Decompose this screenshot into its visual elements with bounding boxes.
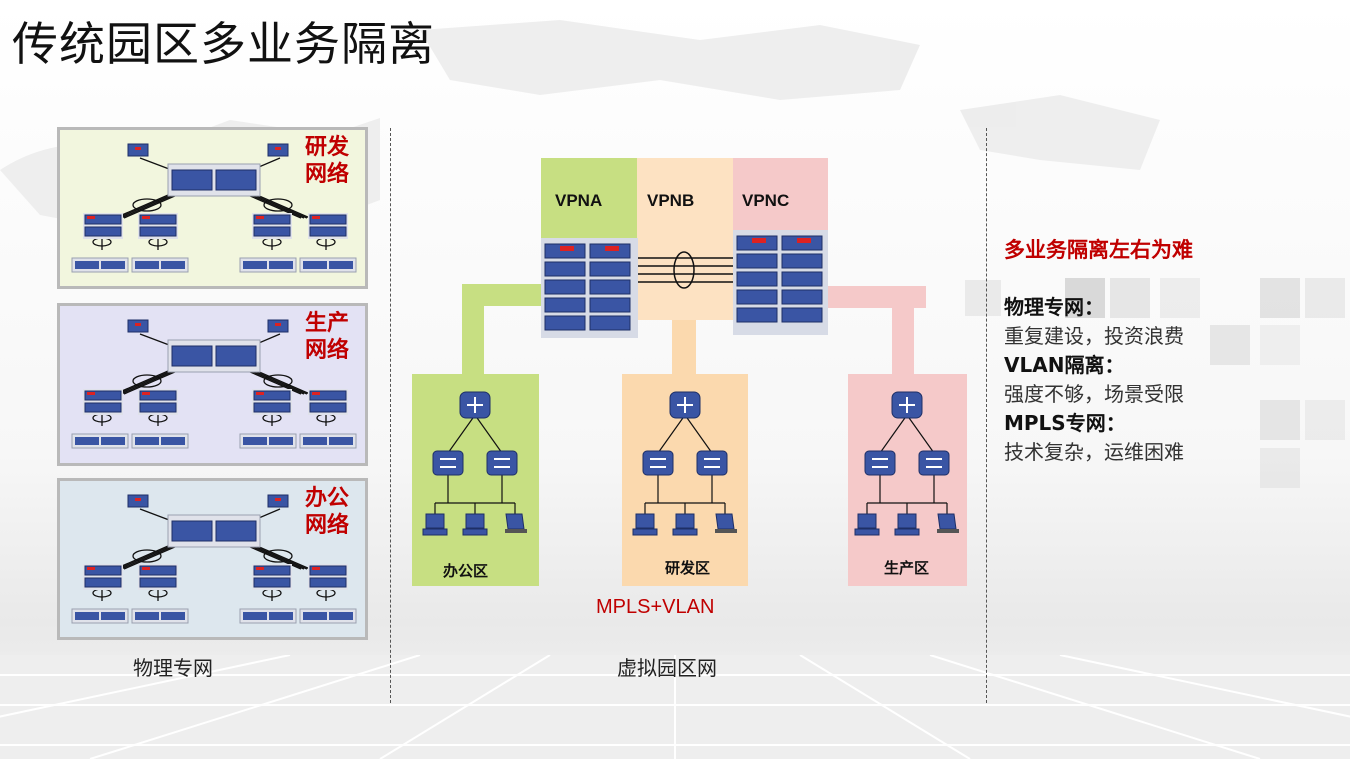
vpnc-block [733,158,828,240]
panel-label: 研发网络 [304,135,349,187]
divider-right [986,128,987,703]
page-title: 传统园区多业务隔离 [12,17,435,71]
item-text: 重复建设，投资浪费 [1004,324,1184,348]
panel-rd-network: 研发网络 [57,127,368,289]
grey-squares-decoration [965,278,1345,488]
item-text: 技术复杂，运维困难 [1004,440,1184,464]
panel-production-network: 生产网络 [57,303,368,466]
virtual-caption: 虚拟园区网 [617,656,717,680]
vpnb-block [637,158,733,240]
physical-topology [71,319,357,449]
physical-caption: 物理专网 [133,656,213,680]
divider-left [390,128,391,703]
side-heading: 多业务隔离左右为难 [1004,238,1193,262]
vpnc-label: VPNC [742,191,790,210]
office-zone-label: 办公区 [443,562,489,580]
zone-devices [422,391,959,536]
vpnb-label: VPNB [647,191,695,210]
panel-label: 生产网络 [304,311,349,363]
physical-topology [71,494,357,624]
vpna-block [541,158,637,240]
physical-topology [71,143,357,273]
production-zone-label: 生产区 [884,559,930,577]
rd-zone-label: 研发区 [665,559,711,577]
item-title: MPLS专网： [1004,411,1126,435]
item-title: VLAN隔离： [1004,353,1125,377]
item-text: 强度不够，场景受限 [1004,382,1184,406]
item-title: 物理专网： [1004,295,1104,319]
vpna-label: VPNA [555,191,603,210]
virtual-network-diagram [462,230,926,376]
panel-office-network: 办公网络 [57,478,368,640]
side-list: 物理专网： 重复建设，投资浪费 VLAN隔离： 强度不够，场景受限 MPLS专网… [1004,293,1184,467]
panel-label: 办公网络 [304,486,349,538]
mpls-vlan-label: MPLS+VLAN [596,596,715,618]
perspective-floor [0,655,1350,759]
